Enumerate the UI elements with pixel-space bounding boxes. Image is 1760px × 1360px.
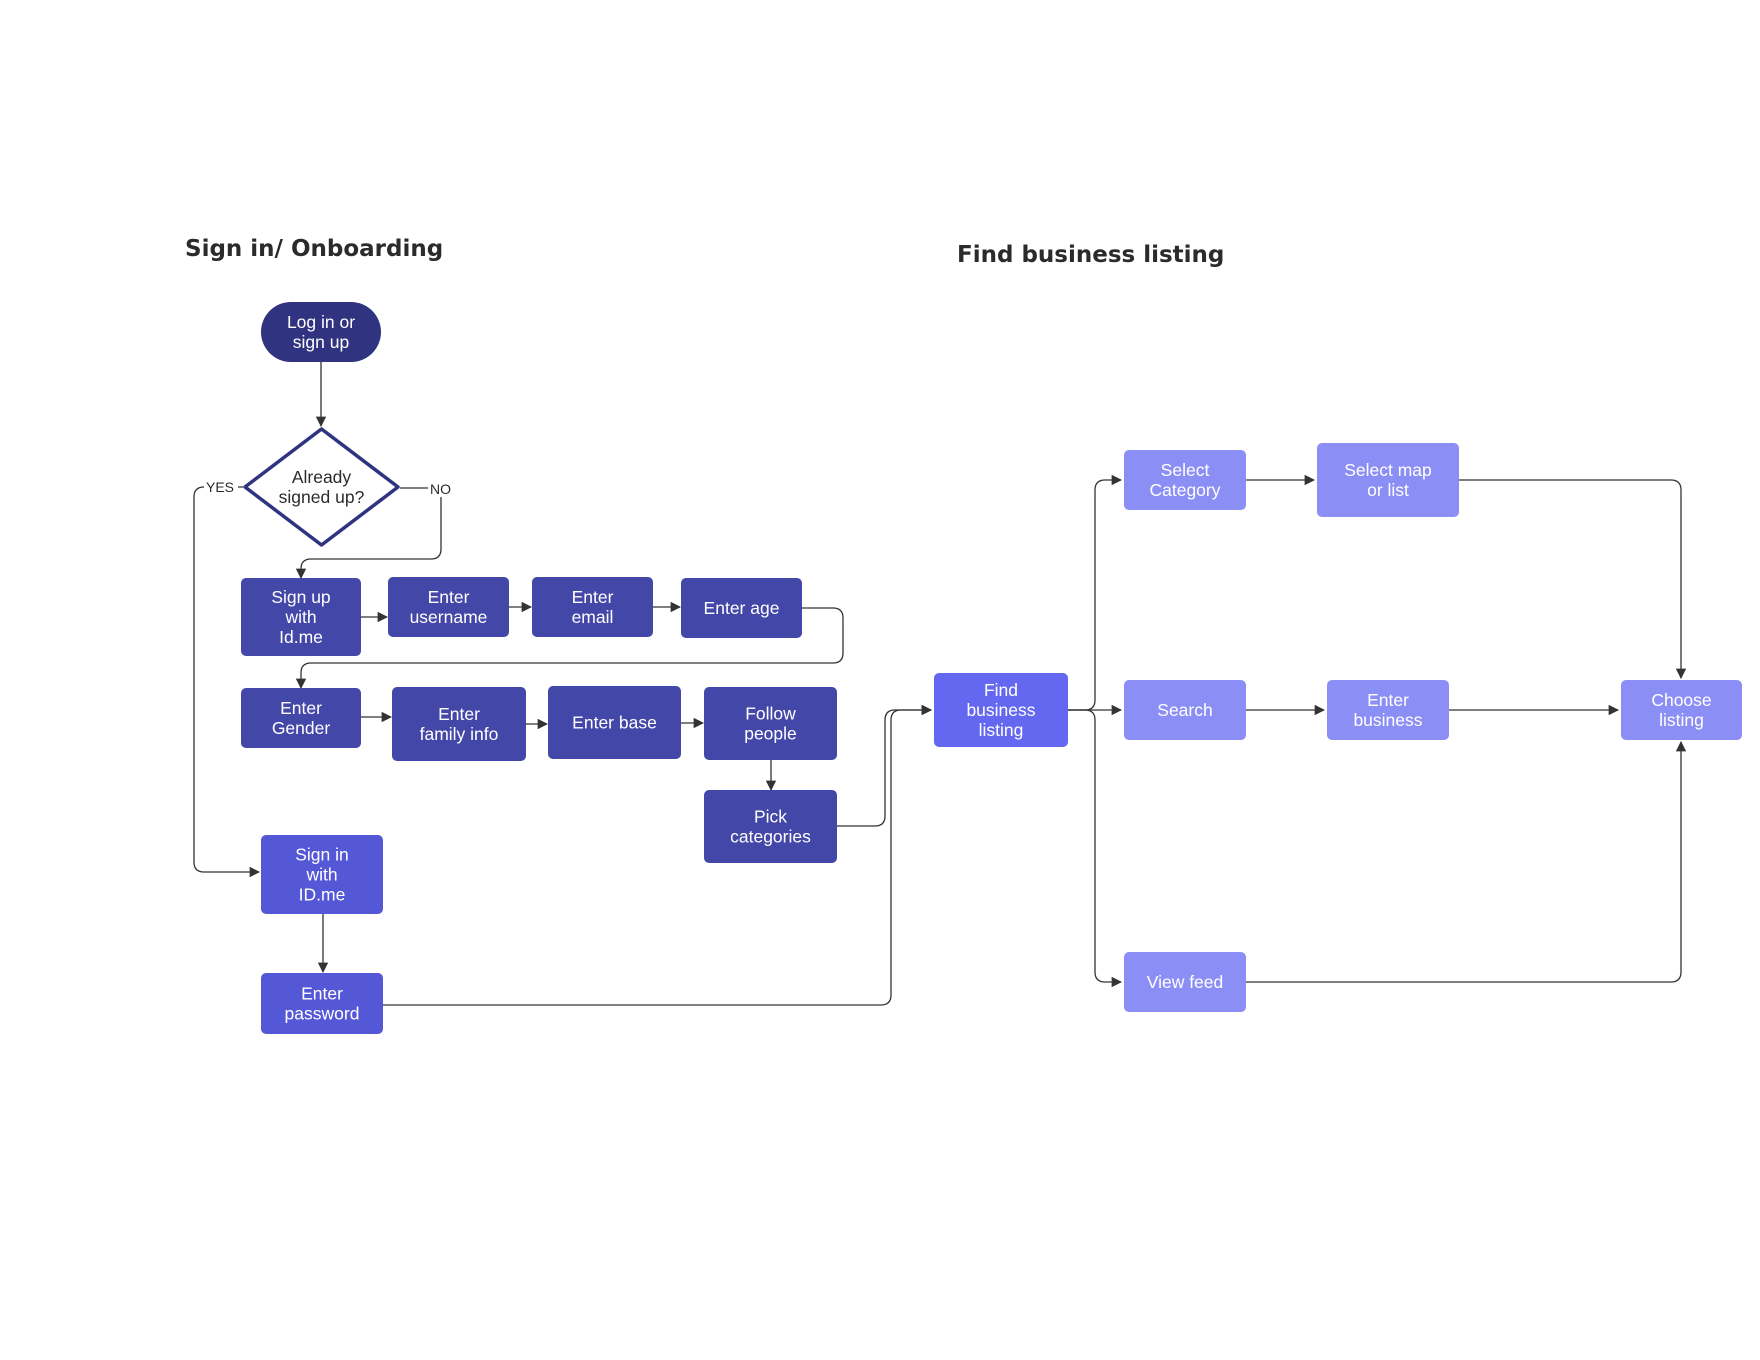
node-label-line: Choose [1651,690,1711,710]
node-enter-base[interactable]: Enter base [548,686,681,759]
node-label-line: with [284,607,316,627]
node-box [1317,443,1459,517]
node-label-line: Enter [280,698,322,718]
edge-find-to-feed [1068,709,1123,988]
node-label-line: Select map [1344,460,1432,480]
node-label-line: Find [984,680,1018,700]
edge-map-to-choose [1459,479,1687,680]
edges [193,362,1687,1006]
node-box [704,687,837,760]
node-enter-age[interactable]: Enter age [681,578,802,638]
find-listing-section-title: Find business listing [957,242,1224,268]
node-box [1124,952,1246,1012]
node-label-line: Enter [428,587,470,607]
node-label-line: people [744,724,797,744]
node-box [1124,450,1246,510]
node-label-line: Id.me [279,627,323,647]
no-label-bg [428,479,454,497]
node-label-line: listing [979,720,1024,740]
decision-diamond [243,427,400,547]
node-label-line: Enter [438,704,480,724]
node-label-line: business [1353,710,1422,730]
edge-feed-to-choose [1246,740,1687,983]
node-box [261,835,383,914]
node-label-line: Enter [301,984,343,1004]
edge-find-to-category [1068,474,1123,711]
node-label-line: Enter base [572,713,657,733]
yes-label: YES [206,479,234,495]
node-label-line: Enter [1367,690,1409,710]
node-label-line: Follow [745,704,796,724]
node-label-line: Search [1157,700,1212,720]
onboarding-section-title: Sign in/ Onboarding [185,236,443,262]
node-label-line: Select [1161,460,1210,480]
node-label-line: email [572,607,614,627]
node-box [548,686,681,759]
node-label-line: Log in or [287,312,355,332]
node-box [392,687,526,761]
node-label-line: Enter [572,587,614,607]
node-box [388,577,509,637]
node-label-line: ID.me [299,885,346,905]
edge-password-to-find [383,704,933,1006]
node-label-line: Sign in [295,845,349,865]
node-search[interactable]: Search [1124,680,1246,740]
node-box [1327,680,1449,740]
edge-pick-to-find [837,704,933,827]
no-label: NO [430,481,451,497]
node-label-line: Pick [754,807,787,827]
node-label-line: or list [1367,480,1409,500]
node-box [261,973,383,1034]
node-label-line: business [966,700,1035,720]
node-view-feed[interactable]: View feed [1124,952,1246,1012]
edge-age-to-gender [295,607,844,690]
node-box [934,673,1068,747]
node-box [241,578,361,656]
node-box [1621,680,1742,740]
edge-yes-to-signin [193,486,261,878]
node-box [681,578,802,638]
node-label-line: Sign up [271,587,330,607]
node-label-line: username [410,607,488,627]
node-box [261,302,381,362]
node-label-line: signed up? [279,487,365,507]
yes-label-bg [204,477,238,495]
node-label-line: Category [1149,480,1220,500]
node-label-line: Gender [272,718,331,738]
node-label-line: password [285,1004,360,1024]
node-label-line: categories [730,827,811,847]
node-box [704,790,837,863]
node-label-line: listing [1659,710,1704,730]
node-box [241,688,361,748]
node-label-line: family info [420,724,499,744]
node-label-line: with [305,865,337,885]
node-box [532,577,653,637]
node-box [1124,680,1246,740]
node-label-line: View feed [1147,972,1224,992]
node-label-line: sign up [293,332,349,352]
node-label-line: Enter age [704,598,780,618]
node-label-line: Already [292,467,352,487]
